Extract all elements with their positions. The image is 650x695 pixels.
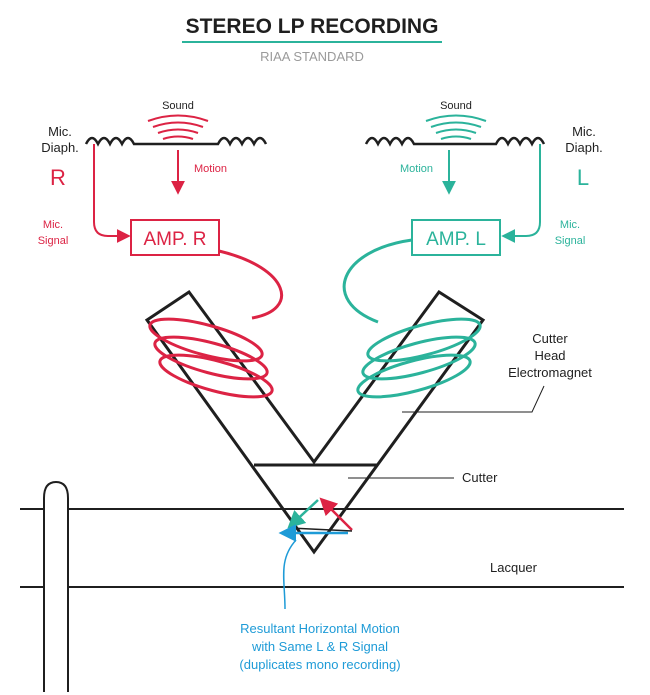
resultant-pointer xyxy=(282,539,297,610)
sound-label-left: Sound xyxy=(162,100,194,112)
mic-signal-label-right-1: Mic. xyxy=(560,219,580,231)
coil-r xyxy=(148,249,283,399)
cutter-label: Cutter xyxy=(462,470,498,485)
stylus-post xyxy=(43,480,69,692)
cutter-head-pointer xyxy=(402,385,545,413)
amp-l-box xyxy=(411,219,501,256)
resultant-label-3: (duplicates mono recording) xyxy=(239,657,400,672)
coil-l xyxy=(342,238,482,399)
mic-diaph-label-right-2: Diaph. xyxy=(565,140,603,155)
amp-r-box xyxy=(130,219,220,256)
mic-diaph-label-right-1: Mic. xyxy=(572,124,596,139)
channel-letter-r: R xyxy=(50,165,66,190)
mic-diaphragm-right xyxy=(364,136,546,147)
sound-waves-icon-right xyxy=(425,114,487,140)
amp-r-label: AMP. R xyxy=(143,229,206,250)
mic-diaph-label-left-1: Mic. xyxy=(48,124,72,139)
resultant-label-1: Resultant Horizontal Motion xyxy=(240,621,400,636)
resultant-label-2: with Same L & R Signal xyxy=(251,639,388,654)
sound-label-right: Sound xyxy=(440,100,472,112)
page-subtitle: RIAA STANDARD xyxy=(260,49,364,64)
mic-diaph-label-left-2: Diaph. xyxy=(41,140,79,155)
page-title: STEREO LP RECORDING xyxy=(186,15,439,38)
channel-letter-l: L xyxy=(577,165,589,190)
mic-signal-label-left-1: Mic. xyxy=(43,219,63,231)
cutter-head-label-1: Cutter xyxy=(532,331,568,346)
amp-l-label: AMP. L xyxy=(426,229,486,250)
mic-signal-label-right-2: Signal xyxy=(555,235,586,247)
cutter-head-label-3: Electromagnet xyxy=(508,365,592,380)
lacquer-label: Lacquer xyxy=(490,560,538,575)
motion-label-right: Motion xyxy=(400,163,433,175)
sound-waves-icon-left xyxy=(147,114,209,140)
mic-signal-wire-left xyxy=(93,144,131,243)
mic-diaphragm-left xyxy=(84,136,268,147)
mic-signal-label-left-2: Signal xyxy=(38,235,69,247)
motion-vectors xyxy=(278,497,353,542)
cutter-head-v-shape xyxy=(144,289,486,555)
motion-label-left: Motion xyxy=(194,163,227,175)
cutter-head-label-2: Head xyxy=(534,348,565,363)
mic-signal-wire-right xyxy=(501,144,541,243)
